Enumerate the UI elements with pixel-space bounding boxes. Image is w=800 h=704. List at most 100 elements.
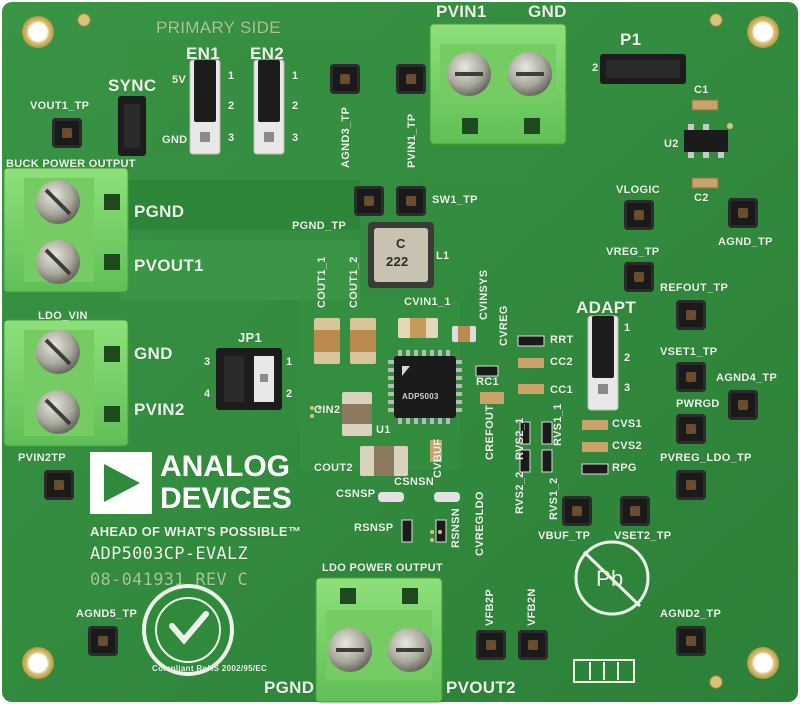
test-point-pgnd[interactable] <box>354 186 384 216</box>
agnd2-tp-label: AGND2_TP <box>660 608 722 620</box>
cap-cvs2 <box>582 442 608 452</box>
cap-cc1 <box>518 384 544 394</box>
pvin2-label: PVIN2 <box>134 400 185 419</box>
pgnd-bottom-label: PGND <box>264 678 315 697</box>
cvregldo-label: CVREGLDO <box>474 491 486 556</box>
test-point-agnd4[interactable] <box>728 390 758 420</box>
u1-marking: ADP5003 <box>402 392 439 401</box>
pvout2-label: PVOUT2 <box>446 678 516 697</box>
resistor-rpg <box>581 463 609 475</box>
mount-hole-br <box>747 647 779 679</box>
test-point-vset1[interactable] <box>676 362 706 392</box>
terminal-block-pvin2 <box>3 319 129 447</box>
rvs2-2-label: RVS2_2 <box>514 471 526 514</box>
test-point-pwrgd[interactable] <box>676 414 706 444</box>
brand-analog: ANALOG <box>160 450 290 483</box>
csnsn-label: CSNSN <box>394 476 435 488</box>
test-point-agnd2[interactable] <box>676 626 706 656</box>
cvinsys-label: CVINSYS <box>478 269 490 320</box>
test-point-vout1[interactable] <box>52 118 82 148</box>
rpg-label: RPG <box>612 462 637 474</box>
test-point-vlogic[interactable] <box>624 200 654 230</box>
resistor-rc1 <box>475 365 499 377</box>
pvreg-ldo-tp-label: PVREG_LDO_TP <box>660 452 752 464</box>
test-point-vbuf[interactable] <box>562 496 592 526</box>
l1-label: L1 <box>436 250 450 262</box>
gnd-left-label: GND <box>134 344 173 363</box>
jp1-pin4: 4 <box>204 388 211 400</box>
test-point-vfb2n[interactable] <box>518 630 548 660</box>
brand-tagline: AHEAD OF WHAT'S POSSIBLE™ <box>90 524 302 539</box>
rsnsn-label: RSNSN <box>450 507 462 548</box>
test-point-vset2[interactable] <box>620 496 650 526</box>
ic-u1 <box>388 350 462 424</box>
jp1-pin2: 2 <box>286 388 293 400</box>
terminal-block-pvout2 <box>315 577 443 703</box>
en2-label: EN2 <box>250 44 284 63</box>
sync-label: SYNC <box>108 76 157 95</box>
brand-devices: DEVICES <box>160 482 292 515</box>
jumper-p1 <box>600 54 686 84</box>
pvout1-label: PVOUT1 <box>134 256 204 275</box>
cap-cin2 <box>342 392 372 436</box>
inductor-marking-2: 222 <box>386 254 409 269</box>
test-point-sw1[interactable] <box>396 186 426 216</box>
cap-c1 <box>691 99 719 111</box>
test-point-refout[interactable] <box>676 300 706 330</box>
cvs1-label: CVS1 <box>612 418 642 430</box>
cvreg-label: CVREG <box>498 305 510 346</box>
vreg-tp-label: VREG_TP <box>606 246 660 258</box>
pwrgd-label: PWRGD <box>676 398 720 410</box>
rvs1-2-label: RVS1_2 <box>548 477 560 520</box>
test-point-agnd3[interactable] <box>330 64 360 94</box>
p1-pin2-label: 2 <box>592 62 599 74</box>
vset1-tp-label: VSET1_TP <box>660 346 718 358</box>
ldo-vin-label: LDO_VIN <box>38 310 88 322</box>
en1-pin3: 3 <box>228 132 235 144</box>
pvin1-tp-label: PVIN1_TP <box>406 113 418 168</box>
test-point-agnd5[interactable] <box>88 626 118 656</box>
test-point-pvin2[interactable] <box>44 470 74 500</box>
copper-pour-mid <box>120 240 360 300</box>
test-point-pvin1[interactable] <box>396 64 426 94</box>
gnd-jumper-label: GND <box>162 134 188 146</box>
u2-label: U2 <box>664 138 679 150</box>
cap-c2 <box>691 177 719 189</box>
vset2-tp-label: VSET2_TP <box>614 530 672 542</box>
csnsp-label: CSNSP <box>336 488 376 500</box>
cap-cout1-1 <box>314 318 340 364</box>
mount-hole-tl <box>22 16 54 48</box>
test-point-vreg[interactable] <box>624 262 654 292</box>
cap-cout1-2 <box>350 318 376 364</box>
cc2-label: CC2 <box>550 356 573 368</box>
cvin1-1-label: CVIN1_1 <box>404 296 451 308</box>
rohs-text: Compliant RoHS 2002/95/EC <box>152 664 268 673</box>
resistor-rvs <box>519 421 553 473</box>
test-point-pvreg-ldo[interactable] <box>676 470 706 500</box>
small-hole-top2 <box>709 13 723 27</box>
cap-cc2 <box>518 358 544 368</box>
test-point-agnd[interactable] <box>728 198 758 228</box>
en2-pin2: 2 <box>292 100 299 112</box>
pvin1-label: PVIN1 <box>436 2 487 21</box>
pb-mark-text: Pb <box>596 566 624 591</box>
ldo-power-output-label: LDO POWER OUTPUT <box>322 562 443 574</box>
gnd-top-label: GND <box>528 2 567 21</box>
en1-pin2: 2 <box>228 100 235 112</box>
en1-label: EN1 <box>186 44 220 63</box>
agnd-tp-label: AGND_TP <box>718 236 773 248</box>
p1-label: P1 <box>620 30 642 49</box>
resistor-rrt <box>517 335 545 347</box>
cap-crefout <box>480 392 504 404</box>
jumper-jp1 <box>216 348 282 410</box>
primary-side-label: PRIMARY SIDE <box>156 18 281 37</box>
copper-pour-left <box>120 180 360 230</box>
test-point-vfb2p[interactable] <box>476 630 506 660</box>
rvs2-1-label: RVS2_1 <box>514 417 526 460</box>
jumper-sync <box>118 96 146 156</box>
vout1-tp-label: VOUT1_TP <box>30 100 90 112</box>
agnd4-tp-label: AGND4_TP <box>716 372 778 384</box>
cap-csnsn <box>434 492 460 502</box>
jp1-pin1: 1 <box>286 356 293 368</box>
c2-label: C2 <box>694 192 709 204</box>
